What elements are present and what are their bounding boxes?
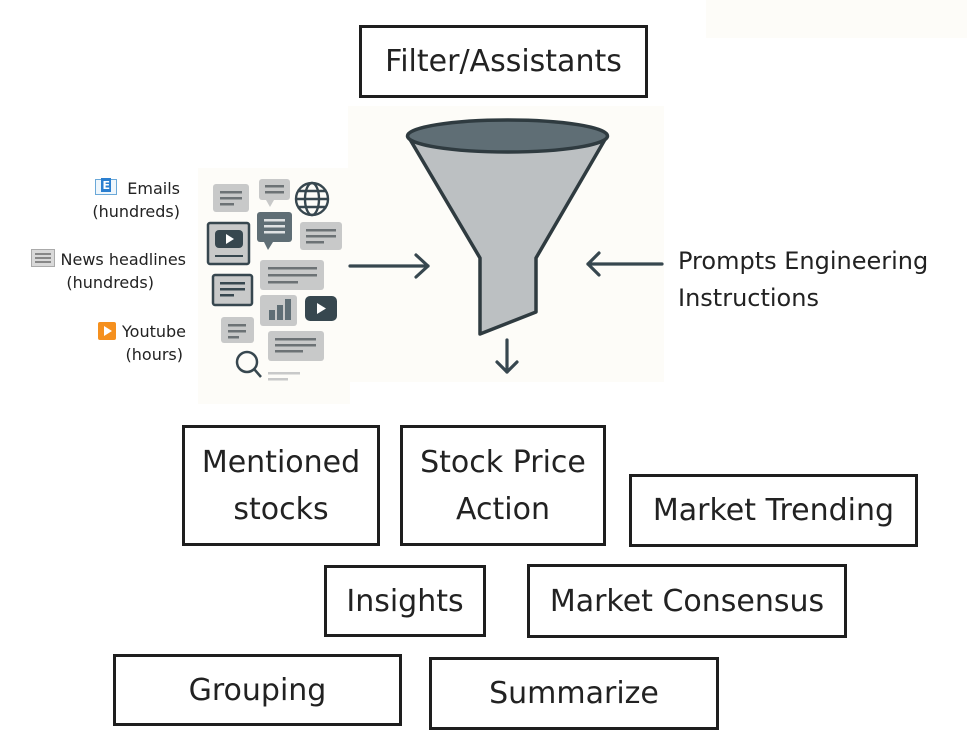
source-news: News headlines (hundreds) — [10, 248, 186, 294]
arrow-down-icon — [495, 338, 519, 374]
globe-icon — [294, 181, 330, 217]
source-emails: Emails (hundreds) — [60, 177, 180, 223]
mentioned-stocks-box: Mentioned stocks — [182, 425, 380, 546]
play-button-icon — [98, 322, 116, 340]
arrow-right-icon — [348, 253, 430, 279]
magnifier-icon — [235, 350, 262, 378]
stock-price-action-line2: Action — [456, 491, 550, 527]
stock-price-action-line1: Stock Price — [420, 444, 586, 480]
insights-label: Insights — [346, 583, 464, 619]
source-youtube: Youtube (hours) — [60, 320, 186, 366]
text-card-icon — [213, 184, 249, 212]
prompts-engineering-line2: Instructions — [678, 284, 819, 312]
youtube-play-icon — [305, 296, 337, 321]
market-trending-box: Market Trending — [629, 474, 918, 547]
stock-price-action-box: Stock Price Action — [400, 425, 606, 546]
summarize-label: Summarize — [489, 676, 659, 711]
market-trending-label: Market Trending — [652, 493, 895, 528]
background-panel-top-right — [706, 0, 967, 38]
prompts-engineering-label: Prompts Engineering Instructions — [678, 243, 928, 317]
mentioned-stocks-line2: stocks — [233, 491, 329, 527]
newspaper-icon — [30, 249, 55, 267]
market-consensus-box: Market Consensus — [527, 564, 847, 638]
text-card-icon — [300, 222, 342, 250]
article-card-icon — [260, 260, 324, 290]
grouping-label: Grouping — [188, 672, 327, 708]
funnel-icon — [405, 118, 610, 336]
market-consensus-label: Market Consensus — [549, 583, 825, 619]
summarize-box: Summarize — [429, 657, 719, 730]
text-card-icon — [221, 317, 254, 343]
filter-assistants-label: Filter/Assistants — [385, 44, 622, 79]
text-line-decoration — [268, 378, 288, 381]
source-news-volume: (hundreds) — [66, 273, 154, 293]
funnel-diagram — [348, 118, 664, 374]
content-collage-illustration — [206, 179, 342, 381]
document-icon — [211, 273, 254, 307]
source-youtube-volume: (hours) — [125, 345, 183, 365]
mentioned-stocks-line1: Mentioned — [201, 444, 361, 480]
filter-assistants-box: Filter/Assistants — [359, 25, 648, 98]
bar-chart-icon — [260, 295, 297, 326]
email-icon — [95, 178, 118, 195]
prompts-engineering-line1: Prompts Engineering — [678, 247, 929, 275]
source-emails-volume: (hundreds) — [92, 202, 180, 222]
grouping-box: Grouping — [113, 654, 402, 726]
insights-box: Insights — [324, 565, 486, 637]
source-news-label: News headlines — [60, 250, 186, 269]
arrow-left-icon — [586, 251, 664, 277]
article-card-icon — [268, 331, 324, 361]
text-line-decoration — [268, 372, 300, 375]
source-youtube-label: Youtube — [122, 322, 186, 341]
source-emails-label: Emails — [127, 179, 180, 198]
video-post-icon — [206, 221, 251, 266]
chat-bubble-icon — [259, 179, 290, 207]
dark-chat-bubble-icon — [257, 212, 292, 250]
